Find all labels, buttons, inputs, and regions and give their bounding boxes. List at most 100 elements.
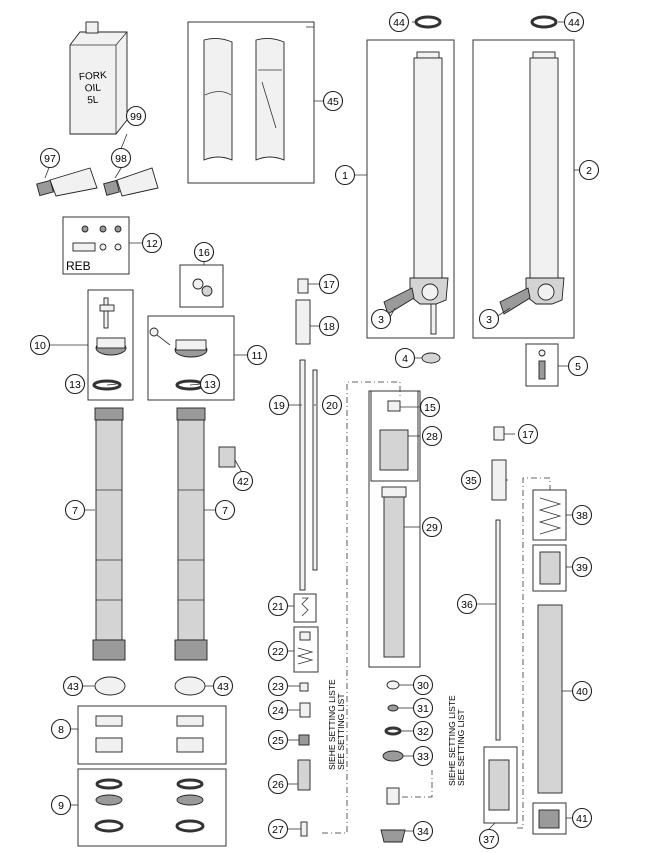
callout-number: 13 [204, 379, 216, 391]
outer-tube-left-box [366, 39, 455, 339]
callout-29: 29 [421, 516, 443, 538]
callout-number: 25 [272, 735, 284, 747]
part-24 [299, 702, 311, 718]
callout-number: 30 [417, 680, 429, 692]
callout-31: 31 [412, 697, 434, 719]
part-32 [384, 726, 402, 736]
callout-number: 22 [272, 646, 284, 658]
callout-number: 32 [417, 726, 429, 738]
seal-box [77, 768, 227, 847]
callout-44: 44 [563, 11, 585, 33]
part-33-body [386, 787, 400, 805]
part-5-valve [538, 349, 546, 380]
part-29-tube [383, 496, 405, 658]
callout-number: 24 [272, 705, 284, 717]
callout-number: 23 [272, 681, 284, 693]
callout-16: 16 [193, 241, 215, 263]
assembly-line-cartridge [322, 381, 401, 834]
callout-19: 19 [268, 394, 290, 416]
callout-number: 7 [72, 505, 78, 517]
oil-can-line-3: 5L [87, 95, 99, 107]
part16-box [179, 264, 224, 308]
callout-13: 13 [64, 373, 86, 395]
callout-number: 43 [67, 681, 79, 693]
assembly-line-shim [402, 770, 433, 798]
cap-right-box [147, 315, 235, 401]
outer-tube-right-box [472, 39, 575, 339]
callout-number: 5 [575, 361, 581, 373]
callout-number: 15 [424, 402, 436, 414]
part37-box [483, 746, 518, 824]
callout-5: 5 [567, 355, 589, 377]
inner-tube-right [174, 407, 208, 661]
oring-44-right [530, 15, 558, 29]
part-15 [387, 400, 401, 412]
callout-26: 26 [267, 773, 289, 795]
clamp-43-left [94, 676, 126, 696]
assembly-line-spring [517, 477, 551, 829]
callout-number: 97 [44, 153, 56, 165]
callout-number: 31 [417, 703, 429, 715]
bushing-8c [176, 715, 204, 727]
callout-45: 45 [322, 90, 344, 112]
part-19-rod [299, 359, 306, 591]
callout-number: 10 [34, 340, 46, 352]
reb-box [62, 216, 130, 275]
outer-tube-right [499, 51, 565, 315]
callout-number: 39 [576, 562, 588, 574]
callout-number: 34 [417, 826, 429, 838]
seals-9 [94, 778, 205, 833]
part-42-decal [218, 446, 236, 468]
fork-cap-left [95, 297, 127, 356]
callout-8: 8 [50, 718, 72, 740]
callout-number: 17 [522, 429, 534, 441]
part-17-nut [297, 278, 309, 294]
bushing-8a [95, 715, 123, 727]
callout-22: 22 [267, 640, 289, 662]
callout-24: 24 [267, 699, 289, 721]
part41-box [532, 802, 567, 835]
part-22-cap [299, 631, 311, 641]
callout-17: 17 [517, 423, 539, 445]
callout-28: 28 [421, 425, 443, 447]
oil-can-line-1: FORK [79, 70, 108, 83]
part-23 [299, 682, 309, 692]
part-37 [488, 759, 510, 811]
callout-number: 28 [426, 431, 438, 443]
callout-97: 97 [39, 147, 61, 169]
oil-can-line-2: OIL [84, 82, 101, 94]
callout-number: 26 [272, 779, 284, 791]
callout-number: 17 [323, 279, 335, 291]
callout-43: 43 [62, 675, 84, 697]
fork-cap-right [149, 327, 208, 358]
grease-tube-97 [36, 167, 98, 197]
part-41 [538, 809, 560, 829]
setting-label-en-1: SEE SETTING LIST [336, 693, 346, 770]
callout-7: 7 [214, 499, 236, 521]
callout-number: 18 [323, 321, 335, 333]
callout-41: 41 [571, 807, 593, 829]
callout-number: 40 [576, 686, 588, 698]
setting-label-en-2: SEE SETTING LIST [456, 709, 466, 786]
bushing-8b [95, 737, 123, 753]
oring-13-left [92, 379, 122, 391]
callout-number: 42 [237, 476, 249, 488]
callout-number: 29 [426, 522, 438, 534]
callout-number: 21 [272, 601, 284, 613]
callout-20: 20 [321, 394, 343, 416]
part-17b-nut [493, 426, 505, 441]
callout-number: 2 [586, 165, 592, 177]
part-18-spacer [295, 299, 311, 345]
callout-18: 18 [318, 315, 340, 337]
callout-4: 4 [394, 347, 416, 369]
part39-box [532, 544, 567, 592]
callout-number: 35 [465, 475, 477, 487]
callout-number: 4 [402, 353, 408, 365]
part38-box [532, 489, 567, 541]
callout-9: 9 [50, 794, 72, 816]
callout-27: 27 [267, 818, 289, 840]
callout-35: 35 [460, 469, 482, 491]
callout-number: 45 [327, 96, 339, 108]
callout-11: 11 [246, 344, 268, 366]
